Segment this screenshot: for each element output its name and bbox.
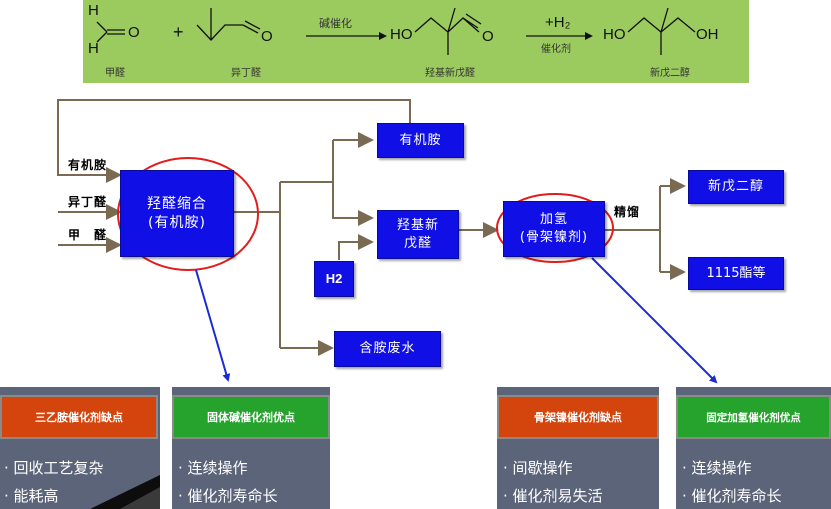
hydrogenation-highlight-ellipse — [496, 193, 614, 263]
panel-solid-base-header: 固体碱催化剂优点 — [172, 395, 330, 439]
condensation-box-line2: (有机胺) — [148, 214, 206, 231]
hpa-ho: HO — [390, 26, 413, 43]
hydrogenation-box-line1: 加氢 — [539, 212, 568, 228]
npg-label: 新戊二醇 — [650, 68, 690, 79]
panel-solid-base-advantages: 固体碱催化剂优点 · 连续操作 · 催化剂寿命长 — [172, 387, 330, 509]
isobutyraldehyde-label: 异丁醛 — [231, 68, 261, 79]
panel-decorative-wedge — [90, 475, 160, 509]
distillation-label: 精馏 — [614, 205, 641, 219]
amine-recovery-box: 有机胺 — [377, 123, 464, 158]
panel-fixed-bed-header: 固定加氢催化剂优点 — [676, 395, 831, 439]
hydrogenation-box: 加氢 (骨架镍剂) — [503, 201, 605, 257]
hpa-o: O — [482, 28, 494, 45]
panel-fixed-bed-item-2: · 催化剂寿命长 — [682, 487, 782, 505]
hpa-box: 羟基新 戊醛 — [377, 210, 459, 259]
ester-product-label: 1115酯等 — [706, 265, 766, 281]
panel-solid-base-item-1: · 连续操作 — [178, 459, 248, 477]
arrow2-top-label: +H₂ — [545, 14, 571, 31]
reaction-banner: H H O + O 碱催化 HO O +H₂ 催化剂 HO OH 甲醛 异丁醛 … — [83, 0, 749, 83]
formaldehyde-label: 甲醛 — [105, 68, 125, 79]
feed-label-amine: 有机胺 — [68, 158, 108, 172]
condensation-box: 羟醛缩合 (有机胺) — [120, 170, 234, 257]
h2-label: H2 — [325, 271, 343, 287]
hpa-box-line1: 羟基新 — [396, 217, 439, 233]
panel-fixed-bed-advantages: 固定加氢催化剂优点 · 连续操作 · 催化剂寿命长 — [676, 387, 831, 509]
formaldehyde-h-top: H — [88, 2, 99, 19]
condensation-highlight-ellipse — [117, 157, 259, 271]
panel-triethylamine-header: 三乙胺催化剂缺点 — [0, 395, 158, 439]
formaldehyde-h-bottom: H — [88, 40, 99, 57]
hydrogenation-pointer-arrow — [591, 257, 718, 384]
formaldehyde-o: O — [128, 24, 140, 41]
feed-label-formaldehyde: 甲 醛 — [68, 228, 108, 242]
npg-ho: HO — [603, 26, 626, 43]
arrow1-label: 碱催化 — [319, 17, 352, 30]
feed-label-isobutyraldehyde: 异丁醛 — [68, 195, 108, 209]
plus-sign: + — [173, 22, 184, 42]
hpa-box-line2: 戊醛 — [403, 235, 432, 251]
panel-triethylamine-item-2: · 能耗高 — [4, 487, 59, 505]
reaction-structures — [96, 7, 696, 55]
panel-solid-base-item-2: · 催化剂寿命长 — [178, 487, 278, 505]
panel-raney-nickel-item-2: · 催化剂易失活 — [503, 487, 603, 505]
h2-box: H2 — [314, 261, 354, 297]
amine-recovery-label: 有机胺 — [399, 132, 442, 148]
arrow2-bottom-label: 催化剂 — [541, 44, 571, 55]
condensation-box-line1: 羟醛缩合 — [147, 195, 207, 212]
panel-triethylamine-drawbacks: 三乙胺催化剂缺点 · 回收工艺复杂 · 能耗高 — [0, 387, 160, 509]
panel-triethylamine-item-1: · 回收工艺复杂 — [4, 459, 104, 477]
panel-fixed-bed-item-1: · 连续操作 — [682, 459, 752, 477]
ester-product-box: 1115酯等 — [688, 257, 784, 290]
hpa-label: 羟基新戊醛 — [425, 68, 475, 79]
npg-oh: OH — [696, 26, 719, 43]
hydrogenation-box-line2: (骨架镍剂) — [519, 230, 589, 245]
isobutyraldehyde-o: O — [261, 28, 273, 45]
panel-raney-nickel-drawbacks: 骨架镍催化剂缺点 · 间歇操作 · 催化剂易失活 — [497, 387, 659, 509]
npg-product-box: 新戊二醇 — [688, 170, 784, 204]
wastewater-label: 含胺废水 — [359, 341, 416, 357]
condensation-pointer-arrow — [195, 269, 231, 382]
panel-raney-nickel-item-1: · 间歇操作 — [503, 459, 573, 477]
wastewater-box: 含胺废水 — [334, 331, 441, 367]
npg-product-label: 新戊二醇 — [707, 179, 764, 195]
panel-raney-nickel-header: 骨架镍催化剂缺点 — [497, 395, 659, 439]
